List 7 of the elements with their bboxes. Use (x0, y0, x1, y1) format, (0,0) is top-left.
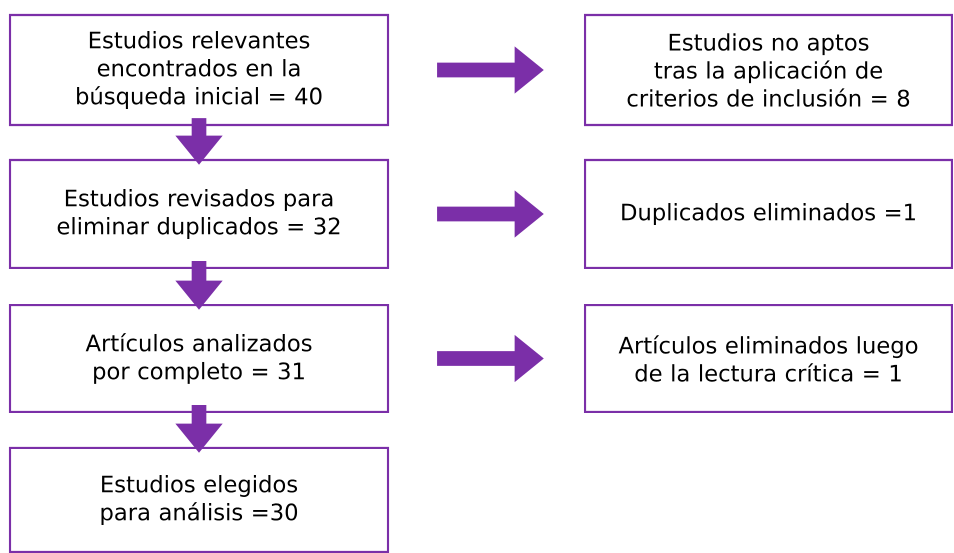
process-box: Duplicados eliminados =1 (584, 158, 954, 270)
process-box: Estudios revisados para eliminar duplicados = 32 (8, 158, 390, 270)
process-box: Estudios relevantes encontrados en la búsqueda inicial = 40 (8, 14, 390, 126)
process-box: Estudios no aptos tras la aplicación de criterios de inclusión = 8 (584, 14, 954, 126)
process-box: Estudios elegidos para análisis =30 (8, 446, 390, 553)
process-box: Artículos eliminados luego de la lectura crítica = 1 (584, 304, 954, 414)
process-box: Artículos analizados por completo = 31 (8, 304, 390, 414)
